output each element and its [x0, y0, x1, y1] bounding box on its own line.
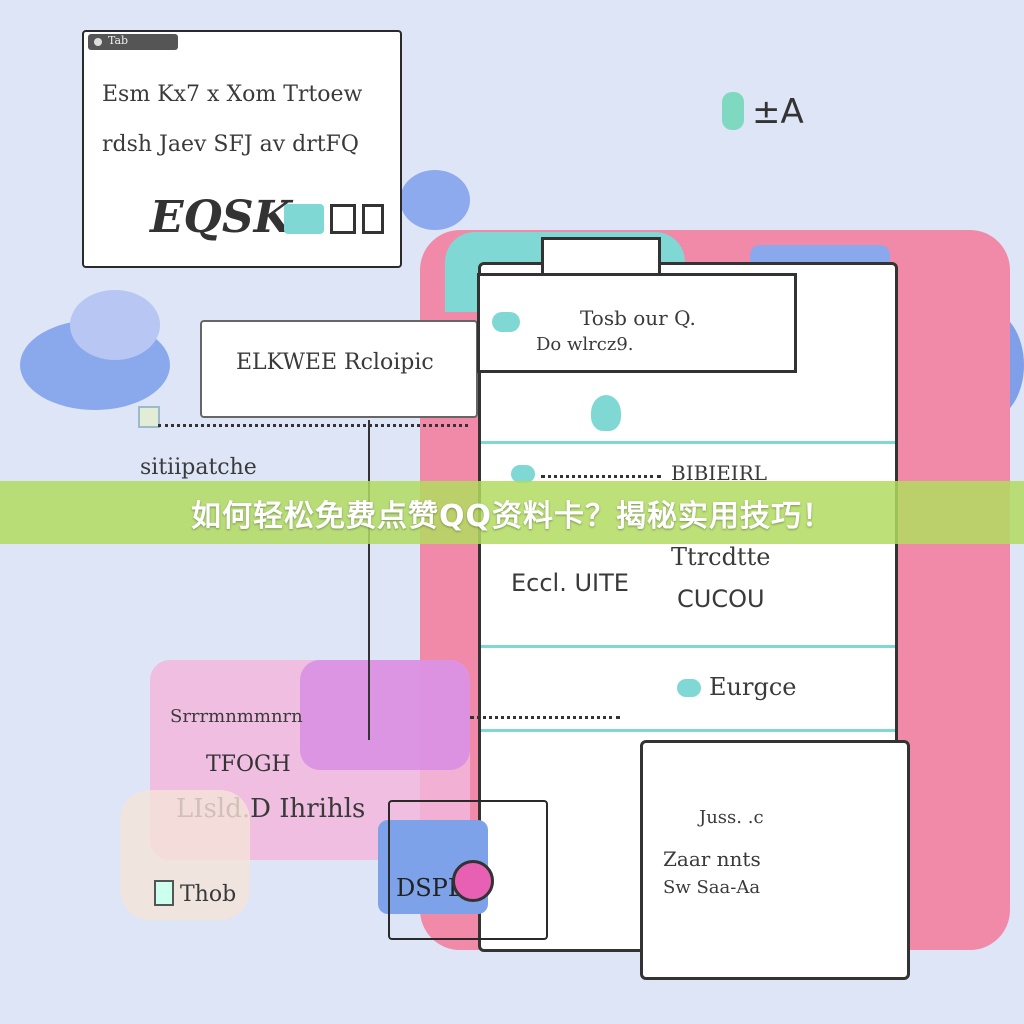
- phone-row-line-1: [541, 475, 661, 478]
- note-card: Tab Esm Kx7 x Xom Trtoew rdsh Jaev SFJ a…: [82, 30, 402, 268]
- label-card-text: ELKWEE Rcloipic: [236, 350, 434, 375]
- phone-row-2-left: Eccl. UITE: [511, 569, 629, 597]
- tab-dot-icon: [94, 38, 102, 46]
- phone-divider-3: [481, 729, 895, 732]
- phone-header-box: Tosb our Q. Do wlrcz9.: [477, 273, 797, 373]
- title-banner: 如何轻松免费点赞QQ资料卡？揭秘实用技巧！: [0, 481, 1024, 544]
- note-card-box-1: [330, 204, 356, 234]
- note-card-box-2: [362, 204, 384, 234]
- note-card-tab-label: Tab: [108, 34, 129, 47]
- left-cloud-blob-2: [70, 290, 160, 360]
- phone-bottom-line3: Sw Saa-Aa: [663, 877, 761, 898]
- phone-header-line1: Tosb our Q.: [580, 306, 696, 330]
- connector-vertical: [368, 420, 370, 740]
- phone-row-icon-4: [677, 679, 701, 697]
- note-card-tab: Tab: [88, 34, 178, 50]
- left-caption: sitiipatche: [140, 455, 257, 480]
- note-card-big-text: EQSK: [150, 192, 292, 243]
- bottom-left-label: Thob: [180, 882, 237, 907]
- phone-header-icon: [492, 312, 520, 332]
- note-card-line1: Esm Kx7 x Xom Trtoew: [102, 82, 363, 107]
- phone-row-icon-1: [511, 465, 535, 483]
- phone-divider-1: [481, 441, 895, 444]
- connector-to-phone: [470, 716, 620, 719]
- connector-dotted: [158, 424, 468, 427]
- phone-bottom-card: Juss. .c Zaar nnts Sw Saa-Aa: [640, 740, 910, 980]
- phone-row-2-right: Ttrcdtte: [671, 543, 771, 571]
- top-right-badge: ±A: [752, 92, 804, 132]
- pink-panel-line1: Srrrmnmmnrn: [170, 706, 303, 727]
- note-card-teal-shape: [284, 204, 324, 234]
- phone-header-line2: Do wlrcz9.: [536, 334, 634, 355]
- banner-title: 如何轻松免费点赞QQ资料卡？揭秘实用技巧！: [190, 498, 833, 534]
- phone-notch: [541, 237, 661, 277]
- phone-row-4-right: Eurgce: [709, 673, 797, 701]
- phone-divider-2: [481, 645, 895, 648]
- lock-icon: [722, 92, 744, 130]
- green-square-icon: [138, 406, 160, 428]
- bottom-left-icon: [154, 880, 174, 906]
- phone-drop-icon: [591, 395, 621, 431]
- pink-panel-line2: TFOGH: [206, 752, 291, 777]
- phone-bottom-line2: Zaar nnts: [663, 847, 761, 871]
- top-cloud-blob: [400, 170, 470, 230]
- pink-panel-purple: [300, 660, 470, 770]
- small-card-pink-dot: [452, 860, 494, 902]
- phone-row-3-right: CUCOU: [677, 585, 765, 613]
- label-card: ELKWEE Rcloipic: [200, 320, 478, 418]
- note-card-line2: rdsh Jaev SFJ av drtFQ: [102, 132, 359, 157]
- small-card: DSPD: [388, 800, 548, 940]
- phone-bottom-line1: Juss. .c: [699, 807, 764, 828]
- soft-blob-bottom: [120, 790, 250, 920]
